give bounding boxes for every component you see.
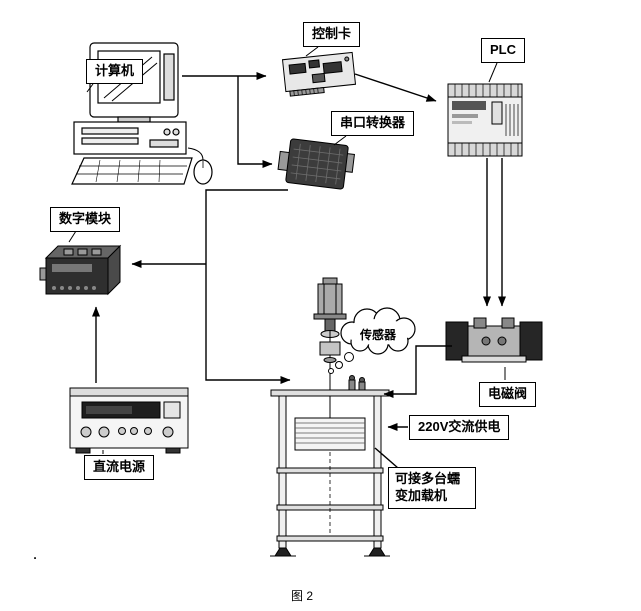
control-card-illustration [281, 51, 357, 97]
load-frame-illustration [270, 277, 390, 557]
figure-caption: 图 2 [290, 589, 313, 603]
serial-converter-label: 串口转换器 [331, 111, 415, 136]
arrow-valve-to-rig [383, 345, 452, 398]
sensor-cloud-bubbles [328, 352, 354, 374]
leader-creep-loader [374, 447, 399, 469]
plc-illustration [447, 83, 523, 157]
serial-converter-illustration [277, 138, 355, 190]
solenoid-valve-label: 电磁阀 [479, 382, 537, 407]
sensor-cloud [340, 307, 416, 355]
creep-loader-label: 可接多台蠕变加载机 [388, 467, 476, 509]
leader-serial-label [333, 135, 347, 146]
leader-plc-label [488, 62, 498, 83]
dc-power-label: 直流电源 [84, 455, 155, 480]
plc-label: PLC [481, 38, 525, 63]
dc-power-illustration [69, 387, 189, 454]
leader-computer-label [86, 83, 94, 93]
arrow-serial-converter-to-rig [205, 189, 291, 384]
arrow-computer-to-serial-converter [237, 76, 273, 168]
arrow-control-card-to-plc [354, 73, 437, 102]
leader-digital-module-label [68, 230, 77, 243]
sensor-label: 传感器 [359, 328, 396, 342]
digital-module-illustration [39, 244, 122, 296]
computer-illustration [71, 42, 213, 185]
leader-control-card-label [305, 46, 319, 57]
digital-module-label: 数字模块 [50, 207, 121, 232]
stray-dot: . [33, 548, 37, 562]
solenoid-valve-illustration [445, 317, 543, 363]
ac-power-label: 220V交流供电 [409, 415, 510, 440]
control-card-label: 控制卡 [303, 22, 361, 47]
computer-label: 计算机 [86, 59, 144, 84]
